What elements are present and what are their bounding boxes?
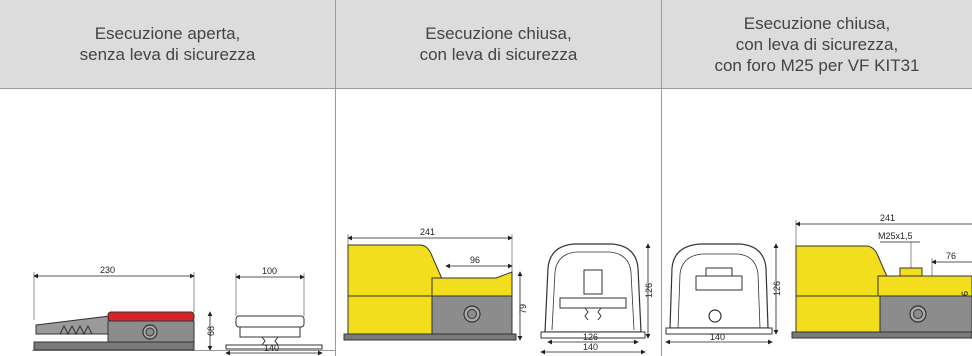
dim-kit-height: 6 [960, 291, 970, 296]
header-divider [0, 88, 972, 89]
column-header-open: Esecuzione aperta, senza leva di sicurez… [0, 0, 335, 88]
dim-open-base-width: 140 [264, 343, 279, 353]
dim-closed-length: 241 [420, 227, 435, 237]
dim-open-height: 68 [206, 326, 216, 336]
kit-pedal-front-drawing: 126 140 [665, 243, 782, 345]
dim-closed-front-height: 126 [644, 283, 654, 298]
dim-closed-inner-width: 126 [583, 332, 598, 342]
open-pedal-side-drawing: 230 68 [32, 265, 335, 351]
column-title-open: Esecuzione aperta, senza leva di sicurez… [79, 24, 256, 64]
open-pedal-front-drawing: 100 140 [225, 266, 323, 356]
dim-kit-offset: 76 [946, 251, 956, 261]
dim-open-length: 230 [100, 265, 115, 275]
dim-kit-length: 241 [880, 213, 895, 223]
dim-kit-front-height: 126 [772, 281, 782, 296]
dim-closed-lever: 96 [470, 255, 480, 265]
column-header-kit: Esecuzione chiusa, con leva di sicurezza… [662, 0, 972, 88]
dim-kit-thread: M25x1,5 [878, 231, 913, 241]
column-header-closed: Esecuzione chiusa, con leva di sicurezza [336, 0, 661, 88]
kit-pedal-side-drawing: 241 M25x1,5 76 6 [791, 213, 972, 339]
dim-closed-height: 79 [518, 304, 528, 314]
dim-kit-base-width: 140 [710, 332, 725, 342]
column-title-closed: Esecuzione chiusa, con leva di sicurezza [419, 24, 578, 64]
dim-open-top-width: 100 [262, 266, 277, 276]
closed-pedal-front-drawing: 126 126 140 [540, 243, 654, 355]
dim-closed-base-width: 140 [583, 342, 598, 352]
column-divider [335, 0, 336, 356]
column-divider [661, 0, 662, 356]
column-title-kit: Esecuzione chiusa, con leva di sicurezza… [714, 13, 920, 75]
closed-pedal-side-drawing: 241 96 79 [343, 227, 528, 341]
